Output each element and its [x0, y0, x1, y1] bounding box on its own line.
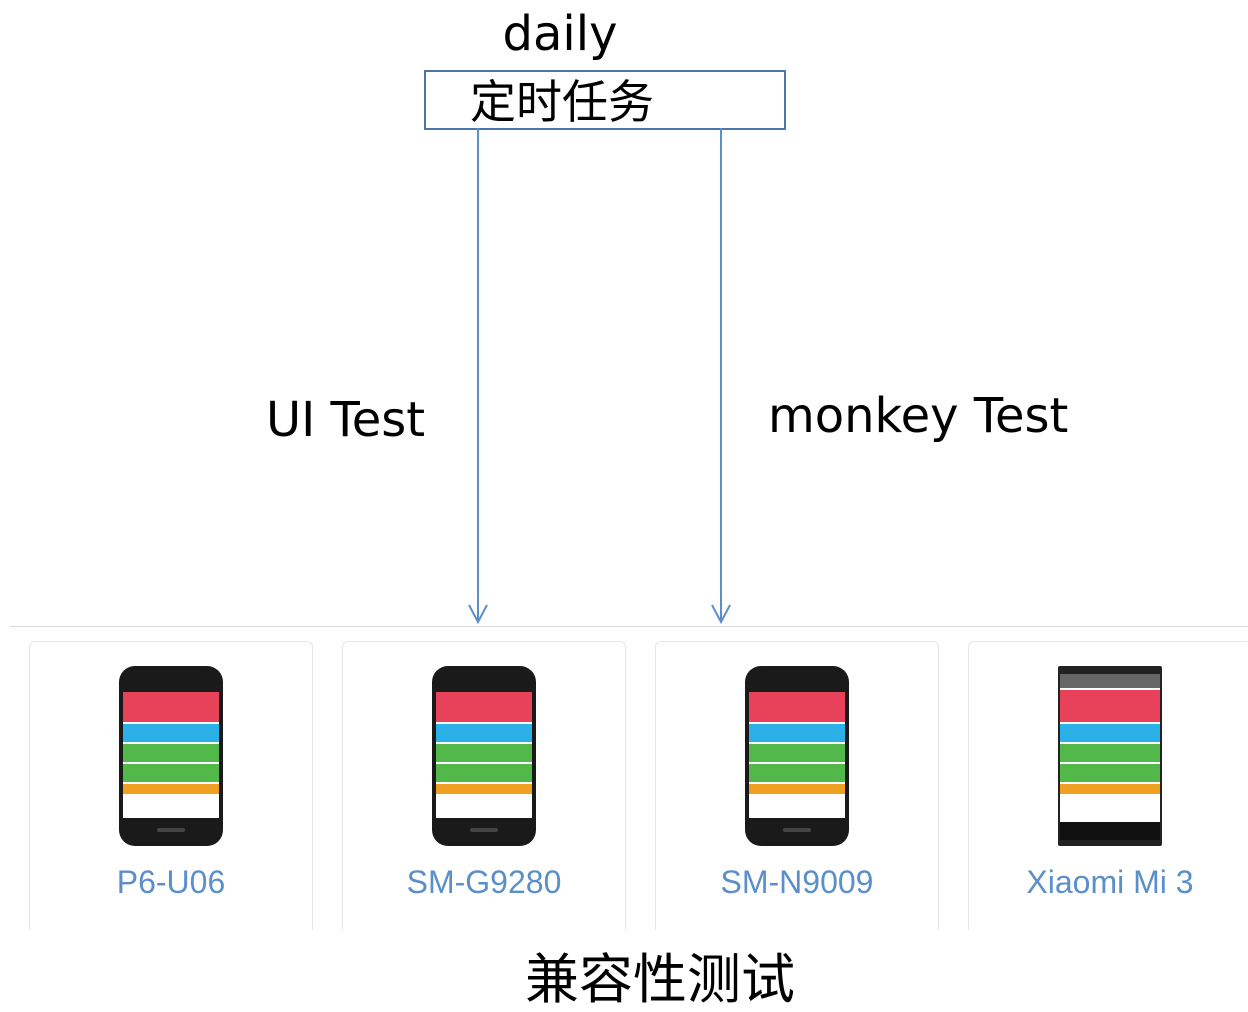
phone-image: [745, 666, 849, 846]
scheduler-box: [424, 70, 786, 130]
compatibility-test-label: 兼容性测试: [525, 948, 795, 1011]
ui-test-label: UI Test: [266, 392, 426, 448]
scheduler-label: 定时任务: [470, 75, 654, 129]
device-card[interactable]: P6-U06: [29, 641, 313, 942]
arrows: [468, 128, 731, 625]
ui-test-arrow-head: [468, 604, 488, 625]
footer-background: [0, 930, 1248, 1009]
diagram-title: daily: [502, 6, 618, 62]
divider: [10, 626, 1248, 627]
monkey-test-arrow-head: [711, 604, 731, 625]
device-name[interactable]: SM-G9280: [406, 864, 562, 900]
device-card[interactable]: Xiaomi Mi 3: [968, 641, 1248, 942]
phone-image: [432, 666, 536, 846]
device-name[interactable]: P6-U06: [116, 864, 226, 900]
phone-image: [1058, 666, 1162, 846]
device-card[interactable]: SM-N9009: [655, 641, 939, 942]
device-card[interactable]: SM-G9280: [342, 641, 626, 942]
monkey-test-label: monkey Test: [768, 388, 1069, 444]
phone-image: [119, 666, 223, 846]
device-name[interactable]: Xiaomi Mi 3: [1026, 864, 1194, 900]
device-name[interactable]: SM-N9009: [720, 864, 874, 900]
